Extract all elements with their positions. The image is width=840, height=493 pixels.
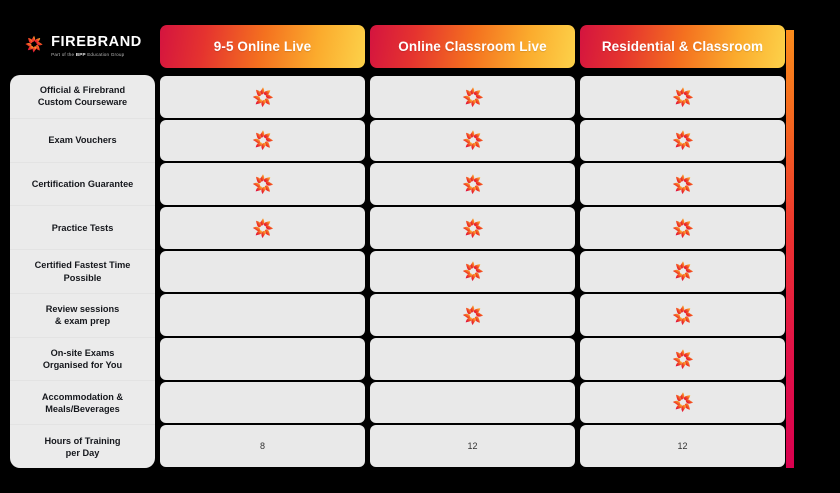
- cell-online-classroom-live-row-2: [370, 163, 575, 205]
- cell-9-5-online-live-row-0: [160, 76, 365, 118]
- included-check-icon: [670, 215, 696, 241]
- feature-label-5: Review sessions& exam prep: [10, 294, 155, 338]
- cell-online-classroom-live-row-3: [370, 207, 575, 249]
- included-check-icon: [670, 389, 696, 415]
- included-check-icon: [250, 127, 276, 153]
- included-check-icon: [670, 302, 696, 328]
- column-header-9-5-online-live[interactable]: 9-5 Online Live: [160, 25, 365, 68]
- right-accent-bar: [786, 30, 794, 468]
- cell-residential-classroom-row-5: [580, 294, 785, 336]
- feature-label-3: Practice Tests: [10, 206, 155, 251]
- cell-value: 12: [467, 441, 478, 452]
- column-header-residential-classroom[interactable]: Residential & Classroom: [580, 25, 785, 68]
- cell-value: 12: [677, 441, 688, 452]
- cell-online-classroom-live-row-4: [370, 250, 575, 293]
- cell-9-5-online-live-row-6: [160, 338, 365, 380]
- cell-9-5-online-live-row-4: [160, 250, 365, 293]
- cell-residential-classroom-row-0: [580, 76, 785, 118]
- cell-residential-classroom-row-2: [580, 163, 785, 205]
- feature-label-7: Accommodation &Meals/Beverages: [10, 381, 155, 426]
- feature-label-2: Certification Guarantee: [10, 163, 155, 207]
- cell-residential-classroom-row-6: [580, 338, 785, 380]
- cell-online-classroom-live-row-0: [370, 76, 575, 118]
- included-check-icon: [460, 84, 486, 110]
- column-header-online-classroom-live[interactable]: Online Classroom Live: [370, 25, 575, 68]
- comparison-grid: FIREBRAND Part of the BPP Education Grou…: [10, 25, 785, 468]
- included-check-icon: [460, 127, 486, 153]
- cell-online-classroom-live-row-6: [370, 338, 575, 380]
- included-check-icon: [460, 302, 486, 328]
- feature-label-1: Exam Vouchers: [10, 119, 155, 163]
- brand-name: FIREBRAND: [51, 34, 142, 51]
- brand-logo: FIREBRAND Part of the BPP Education Grou…: [10, 25, 155, 68]
- cell-online-classroom-live-row-8: 12: [370, 425, 575, 467]
- cell-9-5-online-live-row-7: [160, 381, 365, 424]
- cell-9-5-online-live-row-8: 8: [160, 425, 365, 467]
- included-check-icon: [670, 258, 696, 284]
- cell-online-classroom-live-row-5: [370, 294, 575, 336]
- firebrand-pinwheel-icon: [23, 33, 45, 60]
- included-check-icon: [250, 171, 276, 197]
- included-check-icon: [670, 127, 696, 153]
- cell-9-5-online-live-row-3: [160, 207, 365, 249]
- included-check-icon: [250, 215, 276, 241]
- cell-residential-classroom-row-3: [580, 207, 785, 249]
- included-check-icon: [460, 171, 486, 197]
- cell-online-classroom-live-row-1: [370, 119, 575, 162]
- cell-residential-classroom-row-4: [580, 250, 785, 293]
- included-check-icon: [670, 84, 696, 110]
- included-check-icon: [460, 215, 486, 241]
- included-check-icon: [250, 84, 276, 110]
- cell-9-5-online-live-row-1: [160, 119, 365, 162]
- included-check-icon: [670, 171, 696, 197]
- cell-online-classroom-live-row-7: [370, 381, 575, 424]
- cell-residential-classroom-row-1: [580, 119, 785, 162]
- cell-9-5-online-live-row-2: [160, 163, 365, 205]
- cell-residential-classroom-row-7: [580, 381, 785, 424]
- included-check-icon: [670, 346, 696, 372]
- cell-9-5-online-live-row-5: [160, 294, 365, 336]
- brand-tagline: Part of the BPP Education Group: [51, 51, 125, 57]
- cell-value: 8: [259, 441, 265, 452]
- included-check-icon: [460, 258, 486, 284]
- cell-residential-classroom-row-8: 12: [580, 425, 785, 467]
